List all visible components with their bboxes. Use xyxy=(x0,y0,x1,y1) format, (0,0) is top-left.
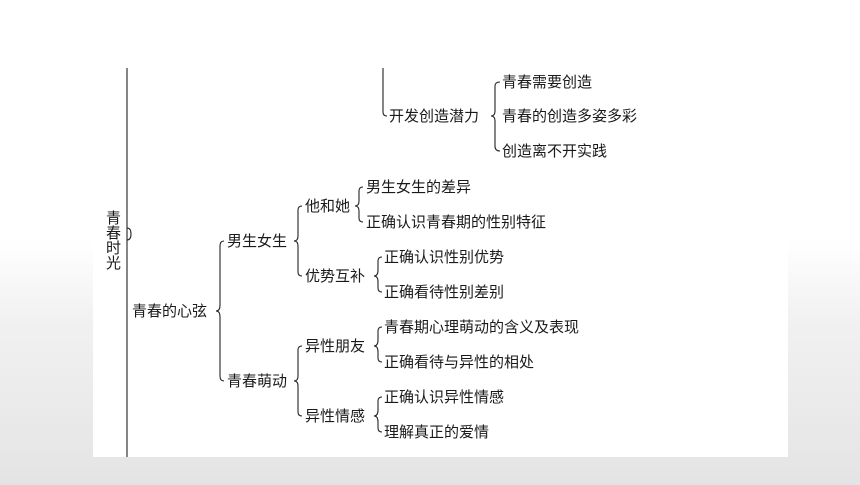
leaf-emotion-2: 理解真正的爱情 xyxy=(384,423,490,441)
branch-boys-girls: 男生女生 xyxy=(227,232,288,250)
leaf-emotion-1: 正确认识异性情感 xyxy=(384,388,505,406)
branch-youth-heartstrings: 青春的心弦 xyxy=(132,302,208,320)
root-title: 青春时光 xyxy=(104,210,122,270)
leaf-friends-1: 青春期心理萌动的含义及表现 xyxy=(384,318,580,336)
branch-youth-feelings: 青春萌动 xyxy=(227,372,288,390)
leaf-he-she-2: 正确认识青春期的性别特征 xyxy=(366,213,547,231)
leaf-create-3: 创造离不开实践 xyxy=(502,142,608,160)
leaf-create-1: 青春需要创造 xyxy=(502,73,593,91)
leaf-friends-2: 正确看待与异性的相处 xyxy=(384,353,535,371)
branch-create-potential: 开发创造潜力 xyxy=(389,107,480,125)
branch-he-she: 他和她 xyxy=(305,197,351,215)
branch-opposite-friends: 异性朋友 xyxy=(305,337,366,355)
leaf-complement-1: 正确认识性别优势 xyxy=(384,248,505,266)
branch-complement: 优势互补 xyxy=(305,267,366,285)
diagram-paper xyxy=(93,60,788,457)
leaf-complement-2: 正确看待性别差别 xyxy=(384,283,505,301)
leaf-create-2: 青春的创造多姿多彩 xyxy=(502,107,638,125)
leaf-he-she-1: 男生女生的差异 xyxy=(366,178,472,196)
branch-opposite-emotion: 异性情感 xyxy=(305,407,366,425)
